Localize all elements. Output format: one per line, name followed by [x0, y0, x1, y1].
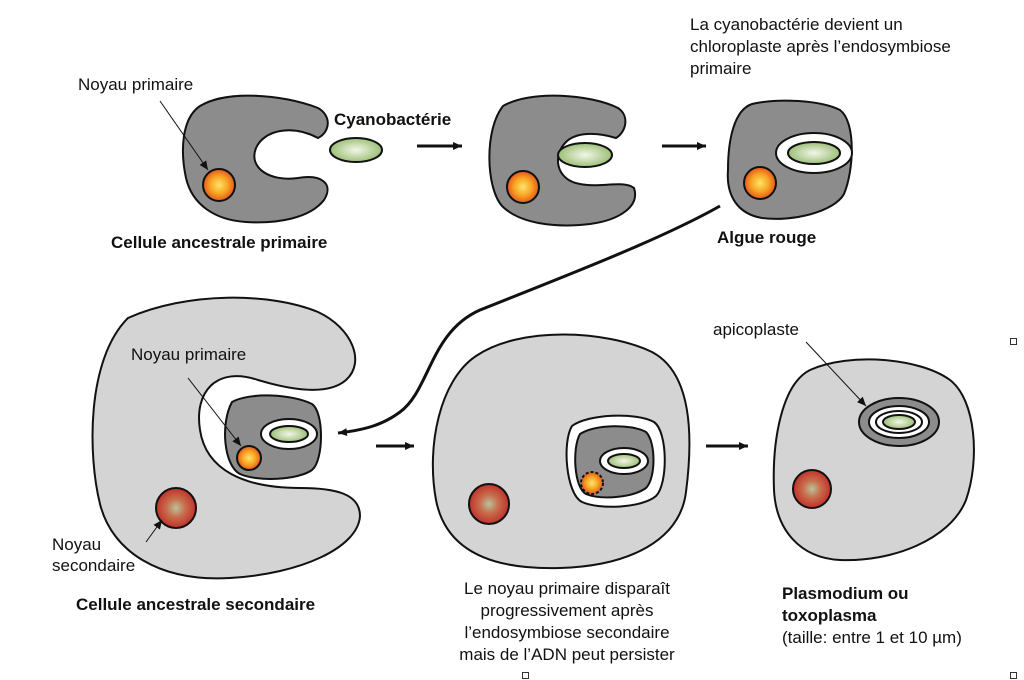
label-cyanobacterie: Cyanobactérie — [334, 110, 452, 129]
primary-nucleus — [202, 168, 236, 202]
leader-apicoplaste — [805, 341, 867, 407]
note-noyau-line-2: progressivement après — [480, 601, 654, 620]
leader-noyau-primaire-bottom — [187, 377, 242, 447]
connector-arrow — [337, 204, 721, 437]
chloroplast — [787, 141, 841, 165]
label-taille: (taille: entre 1 et 10 µm) — [782, 628, 962, 647]
label-noyau-primaire-top: Noyau primaire — [78, 75, 194, 94]
parasite-nucleus — [792, 469, 832, 509]
label-plasmodium-line-2: toxoplasma — [782, 606, 877, 625]
note-chloroplaste: La cyanobactérie devient un chloroplaste… — [690, 14, 951, 80]
label-apicoplaste: apicoplaste — [713, 320, 800, 339]
label-algue-rouge: Algue rouge — [717, 228, 817, 247]
note-noyau-line-3: l’endosymbiose secondaire — [464, 623, 670, 642]
apicoplast — [882, 414, 916, 430]
label-noyau-primaire-bottom: Noyau primaire — [131, 345, 247, 364]
red-alga-nucleus — [743, 166, 777, 200]
label-plasmodium-line-1: Plasmodium ou — [782, 584, 909, 603]
label-plasmodium: Plasmodium ou toxoplasma (taille: entre … — [782, 583, 962, 649]
label-noyau-secondaire-line-2: secondaire — [52, 556, 136, 575]
primary-nucleus-bottom — [236, 445, 262, 471]
primary-nucleus-2 — [506, 170, 540, 204]
note-chloroplaste-line-2: chloroplaste après l’endosymbiose — [690, 37, 951, 56]
leader-noyau-primaire-top — [159, 100, 209, 171]
intermediate-chloroplast — [607, 453, 641, 469]
note-noyau-primaire: Le noyau primaire disparaît progressivem… — [430, 578, 704, 666]
note-noyau-line-1: Le noyau primaire disparaît — [463, 579, 670, 598]
parasite-cell — [772, 358, 975, 562]
edge-marker — [1010, 338, 1017, 345]
cyanobacterium-engulfed — [557, 142, 613, 168]
cyanobacterium — [329, 137, 383, 163]
label-noyau-secondaire-line-1: Noyau — [52, 535, 102, 554]
leader-noyau-secondaire — [145, 519, 163, 543]
edge-marker — [522, 672, 529, 679]
edge-marker — [1010, 672, 1017, 679]
label-cellule-ancestrale-secondaire: Cellule ancestrale secondaire — [76, 595, 316, 614]
engulfed-chloroplast — [269, 425, 309, 443]
vanishing-primary-nucleus — [580, 471, 604, 495]
note-chloroplaste-line-3: primaire — [690, 59, 752, 78]
note-noyau-line-4: mais de l’ADN peut persister — [459, 645, 675, 664]
note-chloroplaste-line-1: La cyanobactérie devient un — [690, 15, 903, 34]
primary-ancestral-cell — [181, 94, 329, 224]
label-cellule-ancestrale-primaire: Cellule ancestrale primaire — [111, 233, 328, 252]
intermediate-secondary-nucleus — [468, 483, 510, 525]
secondary-nucleus — [155, 487, 197, 529]
label-noyau-secondaire: Noyau secondaire — [52, 534, 135, 576]
